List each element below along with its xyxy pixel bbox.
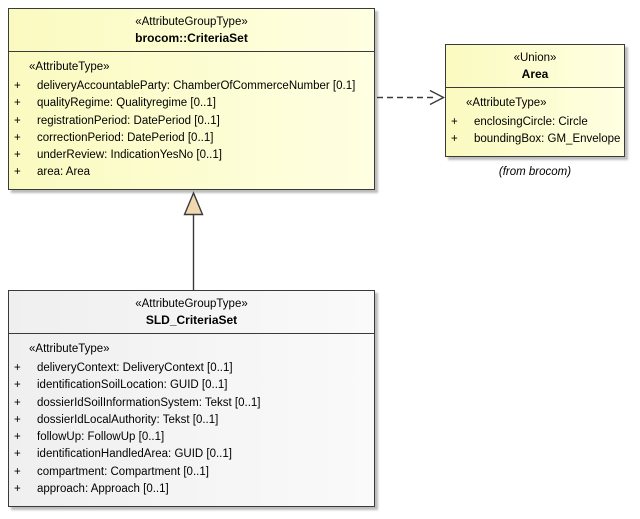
attribute-text: dossierIdLocalAuthority: Tekst [0..1] — [37, 413, 219, 426]
attribute-text: enclosingCircle: Circle — [474, 116, 588, 128]
visibility-marker: + — [451, 133, 458, 146]
attribute-text: area: Area — [37, 166, 91, 179]
generalization-connector[interactable] — [183, 191, 204, 290]
visibility-marker: + — [14, 483, 21, 496]
class-name: brocom::CriteriaSet — [135, 31, 248, 45]
visibility-marker: + — [14, 114, 21, 127]
class-stereotype: «AttributeGroupType» — [135, 298, 248, 310]
attributes-compartment: «AttributeType» + deliveryAccountablePar… — [9, 52, 374, 182]
attribute-text: qualityRegime: Qualityregime [0..1] — [37, 97, 216, 110]
attribute-text: boundingBox: GM_Envelope — [474, 133, 621, 146]
class-name: Area — [521, 67, 549, 81]
attribute-row: + followUp: FollowUp [0..1] — [14, 429, 372, 446]
attribute-row: + identificationSoilLocation: GUID [0..1… — [14, 377, 372, 394]
class-sld-criteriaset[interactable]: «AttributeGroupType» SLD_CriteriaSet «At… — [8, 290, 375, 507]
visibility-marker: + — [451, 116, 458, 128]
visibility-marker: + — [14, 97, 21, 110]
attributes-compartment: «AttributeType» + deliveryContext: Deliv… — [9, 334, 374, 498]
attribute-row: + area: Area — [14, 164, 372, 181]
attribute-row: + registrationPeriod: DatePeriod [0..1] — [14, 113, 372, 130]
attributes-stereotype: «AttributeType» — [29, 343, 110, 355]
class-header: «Union» Area — [446, 45, 624, 88]
attribute-text: underReview: IndicationYesNo [0..1] — [37, 149, 222, 162]
visibility-marker: + — [14, 431, 21, 444]
attribute-row: + dossierIdSoilInformationSystem: Tekst … — [14, 395, 372, 412]
attribute-row: + identificationHandledArea: GUID [0..1] — [14, 446, 372, 463]
attribute-text: deliveryAccountableParty: ChamberOfComme… — [37, 80, 356, 92]
dependency-arrowhead-icon[interactable] — [429, 89, 446, 106]
visibility-marker: + — [14, 396, 21, 409]
attribute-text: correctionPeriod: DatePeriod [0..1] — [37, 131, 214, 144]
class-stereotype: «Union» — [513, 52, 557, 64]
attribute-text: registrationPeriod: DatePeriod [0..1] — [37, 114, 220, 127]
class-brocom-criteriaset[interactable]: «AttributeGroupType» brocom::CriteriaSet… — [8, 8, 375, 190]
visibility-marker: + — [14, 413, 21, 426]
class-header: «AttributeGroupType» SLD_CriteriaSet — [9, 291, 374, 334]
visibility-marker: + — [14, 131, 21, 144]
attribute-text: deliveryContext: DeliveryContext [0..1] — [37, 362, 233, 374]
attribute-text: approach: Approach [0..1] — [37, 483, 169, 496]
class-header: «AttributeGroupType» brocom::CriteriaSet — [9, 9, 374, 52]
class-name: SLD_CriteriaSet — [145, 313, 238, 327]
class-area-union[interactable]: «Union» Area «AttributeType» + enclosing… — [445, 44, 625, 157]
attribute-row: + deliveryContext: DeliveryContext [0..1… — [14, 360, 372, 377]
attribute-row: + enclosingCircle: Circle — [451, 114, 622, 131]
visibility-marker: + — [14, 448, 21, 461]
attribute-row: + underReview: IndicationYesNo [0..1] — [14, 147, 372, 164]
attribute-row: + qualityRegime: Qualityregime [0..1] — [14, 95, 372, 112]
attribute-text: identificationSoilLocation: GUID [0..1] — [37, 379, 228, 392]
attribute-text: identificationHandledArea: GUID [0..1] — [37, 448, 232, 461]
from-package-note: (from brocom) — [498, 166, 572, 178]
attribute-text: dossierIdSoilInformationSystem: Tekst [0… — [37, 396, 261, 409]
attribute-row: + approach: Approach [0..1] — [14, 481, 372, 498]
attribute-text: followUp: FollowUp [0..1] — [37, 431, 165, 444]
visibility-marker: + — [14, 149, 21, 162]
attribute-row: + compartment: Compartment [0..1] — [14, 464, 372, 481]
generalization-triangle-icon[interactable] — [183, 191, 204, 216]
attributes-compartment: «AttributeType» + enclosingCircle: Circl… — [446, 88, 624, 149]
visibility-marker: + — [14, 362, 21, 374]
visibility-marker: + — [14, 166, 21, 179]
visibility-marker: + — [14, 465, 21, 478]
dependency-connector[interactable] — [377, 89, 446, 106]
class-stereotype: «AttributeGroupType» — [135, 16, 248, 28]
visibility-marker: + — [14, 379, 21, 392]
attributes-stereotype: «AttributeType» — [29, 61, 110, 73]
attribute-row: + correctionPeriod: DatePeriod [0..1] — [14, 130, 372, 147]
attribute-text: compartment: Compartment [0..1] — [37, 465, 209, 478]
attribute-row: + boundingBox: GM_Envelope — [451, 131, 622, 148]
attributes-stereotype: «AttributeType» — [466, 97, 547, 109]
attribute-row: + dossierIdLocalAuthority: Tekst [0..1] — [14, 412, 372, 429]
attribute-row: + deliveryAccountableParty: ChamberOfCom… — [14, 78, 372, 95]
visibility-marker: + — [14, 80, 21, 92]
